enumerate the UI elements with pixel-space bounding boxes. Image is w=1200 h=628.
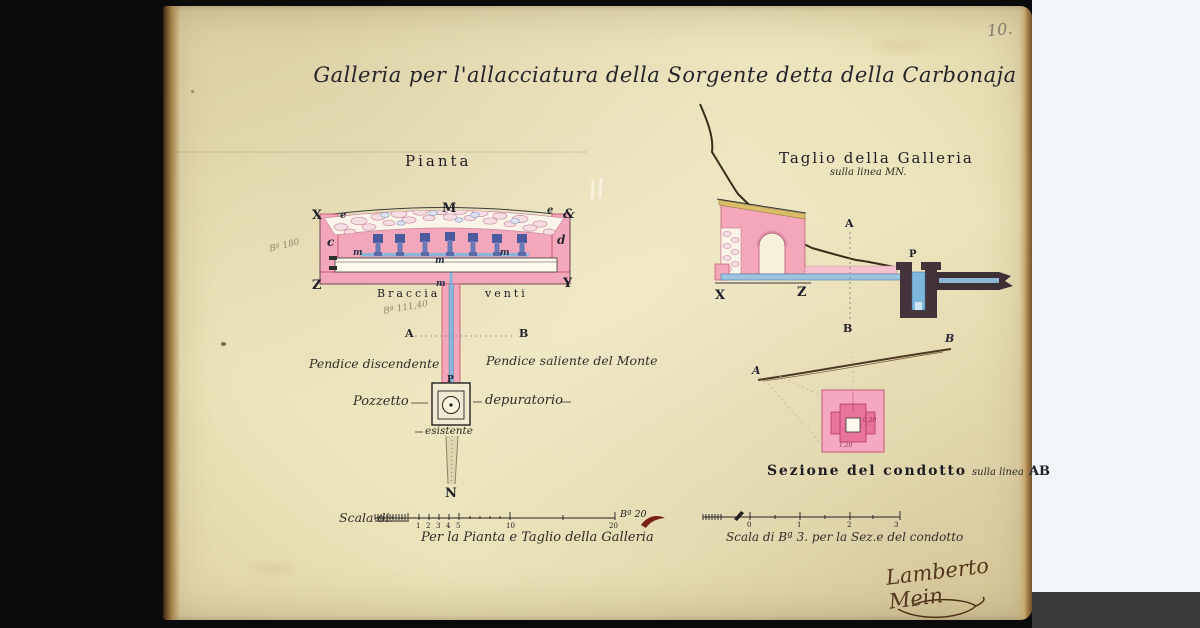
plan-label-d: d [557,233,566,247]
scale-left-number: 2 [426,522,431,530]
scale-left-number: 4 [446,522,451,530]
section-corner-x: X [715,288,726,303]
page-number: 10. [986,18,1014,41]
pozzetto-section [896,262,1013,318]
plan-m-label: m [436,279,446,289]
conduit-dim-opening: 0,20 [863,417,877,424]
scale-right-number: 0 [747,521,752,529]
plan-heading: Pianta [405,152,472,170]
conduit-label-b: B [945,332,955,345]
scale-left-number: 1 [416,522,421,530]
gallery-corridor [334,257,558,273]
drawing-artwork [317,103,1013,618]
plan-label-a: A [405,327,414,340]
paper-stain [241,558,305,578]
section-heading: Taglio della Galleria [779,149,974,167]
plan-m-label: m [500,248,510,258]
scale-right-number: 3 [894,521,899,529]
section-label-b: B [843,322,853,335]
conduit-caption-row: Sezione del condotto sulla linea AB [767,460,1050,479]
plan-label-n: N [445,486,457,501]
conduit-dim-base: 1,20 [839,442,853,449]
conduit-caption: Sezione del condotto [767,463,967,479]
plan-corner-z: Z [312,278,322,293]
plan-corner-y: Y [563,276,573,291]
scale-left-prefix: Scala di: [339,510,394,525]
conduit-cross-section [757,348,952,453]
scanner-background [1032,0,1200,592]
plan-label-c: c [327,235,335,249]
existing-channel-pencil [445,435,459,485]
stone-texture-strip [722,231,740,272]
gallery-arch [756,230,788,275]
conduit-caption-ab: AB [1028,464,1051,479]
scale-left-number: 10 [506,522,515,530]
plan-braccia-label: Braccia [377,287,441,300]
scale-bar-galleria [374,512,665,528]
stone-rubble-texture [333,210,556,235]
plan-label-p: P [447,375,454,385]
drawing-title: Galleria per l'allacciatura della Sorgen… [313,63,1017,87]
plan-structure [317,207,571,485]
book-binding-edge [163,6,180,620]
drain-marks [361,232,529,284]
plan-label-m: M [442,201,457,216]
depuratorio-label: depuratorio [485,393,563,408]
scale-right-number: 1 [797,521,802,529]
pen-flourish-mark [734,511,744,521]
scale-left-caption: Per la Pianta e Taglio della Galleria [421,530,654,545]
pozzetto-label: Pozzetto [353,394,409,409]
pendice-saliente-label: Pendice saliente del Monte [486,353,658,368]
plan-corner-e: & [563,207,575,222]
scale-left-end-label: Bª 20 [620,509,647,520]
esistente-label: esistente [425,425,473,437]
section-subheading: sulla linea MN. [830,167,907,178]
paper-crease [177,151,587,153]
red-ink-mark [641,516,665,528]
pozzetto-box [431,382,471,426]
section-label-a: A [845,217,854,230]
signature-flourish [897,596,985,618]
plan-m-label: m [435,256,445,266]
paper-stain [191,90,194,93]
scale-right-number: 2 [847,521,852,529]
paper-stain [863,34,941,58]
section-corner-z: Z [797,285,807,300]
section-label-p: P [909,249,917,260]
ground-line-ab [757,348,952,381]
plan-small-e-right: e [547,205,554,216]
torn-right-edge [1019,6,1032,620]
plan-m-label: m [353,248,363,258]
scale-left-number: 3 [436,522,441,530]
conduit-label-a: A [752,364,761,377]
scale-left-number: 20 [609,522,618,530]
scanner-background-corner [1032,592,1200,628]
document-page: Galleria per l'allacciatura della Sorgen… [163,6,1050,620]
scale-right-caption: Scala di Bª 3. per la Sez.e del condotto [726,530,964,544]
pendice-discendente-label: Pendice discendente [309,356,440,371]
scale-bar-condotto [702,511,901,521]
plan-label-b: B [519,327,529,340]
plan-venti-label: venti [485,287,528,300]
section-structure [699,103,1013,322]
paper-stain [221,342,226,346]
conduit-caption-sub: sulla linea [972,467,1024,478]
scale-left-number: 5 [456,522,461,530]
plan-small-e-left: e [340,210,347,221]
channel-to-pozzetto [441,283,461,384]
plan-corner-x: X [312,208,323,223]
